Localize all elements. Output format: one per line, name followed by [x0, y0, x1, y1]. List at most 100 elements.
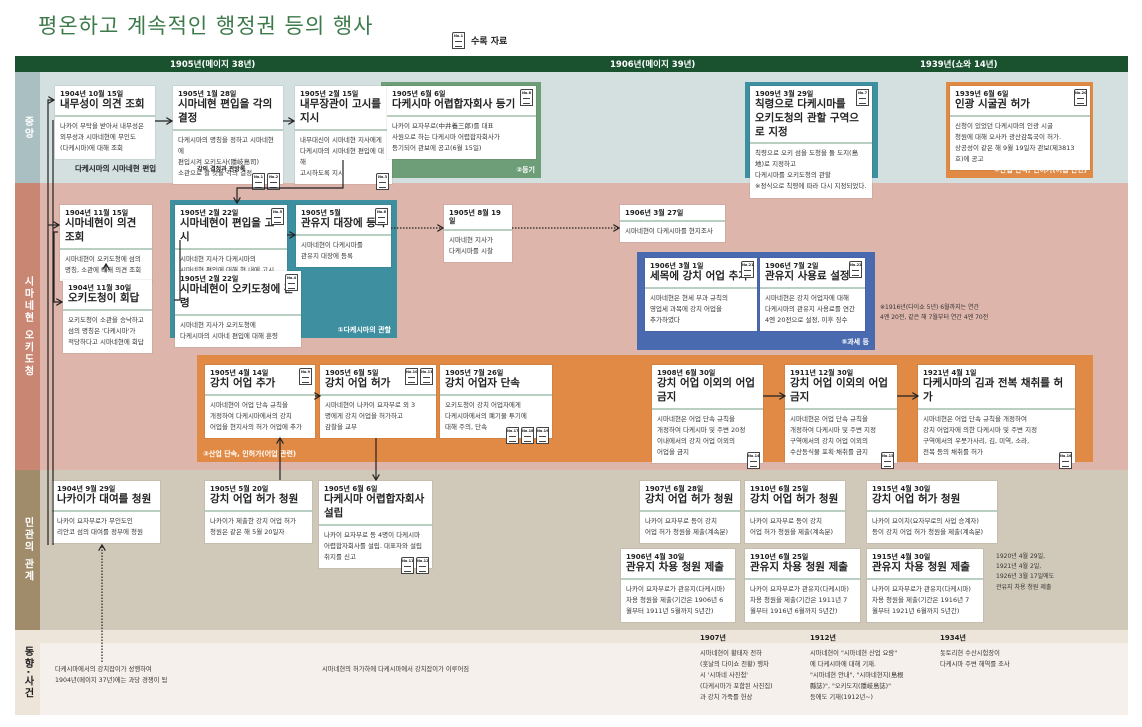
- year-1939: 1939년(쇼와 14년): [920, 60, 998, 70]
- document-refs: No.8: [520, 89, 533, 106]
- document-icon[interactable]: No.11: [401, 556, 414, 574]
- card-date: 1905년 5월: [301, 209, 341, 217]
- card-title: 다케시마의 김과 전복 채취를 허가: [923, 377, 1064, 404]
- document-refs: No.21: [741, 261, 754, 278]
- document-icon[interactable]: No.8: [520, 89, 533, 106]
- caption: 다케시마의 시마네현 편입: [75, 164, 157, 173]
- card-date: 1905년 6월 6일: [392, 90, 446, 98]
- document-refs: No.5: [271, 208, 284, 225]
- document-refs: No.4: [285, 274, 298, 291]
- document-icon[interactable]: No.5: [271, 208, 284, 225]
- document-icon[interactable]: No.12: [416, 556, 429, 574]
- document-refs: No.15: [881, 451, 894, 469]
- card-title: 강치 어업 허가: [325, 377, 391, 390]
- card-title: 관유지 차용 청원 제출: [750, 561, 848, 574]
- document-icon[interactable]: No.20: [1074, 89, 1087, 106]
- card-title: 강치 어업 허가 청원: [872, 493, 961, 506]
- card-title: 강치 어업 허가 청원: [645, 493, 734, 506]
- document-icon[interactable]: No.16: [1059, 451, 1072, 469]
- document-icon[interactable]: No.14: [747, 451, 760, 469]
- card-date: 1909년 3월 29일: [755, 90, 814, 98]
- card-body: 시마네현은 강치 어업자에 대해 다케시마의 관유지 사용료를 연간 4엔 20…: [765, 294, 855, 325]
- card-body: 나카이 요자부로가 관유지(다케시마) 차용 청원을 제출(기간은 1916년 …: [872, 585, 971, 616]
- card-header: 1906년 3월 27일: [620, 205, 725, 223]
- card-title: 다케시마 어렵합자회사 등기: [392, 98, 516, 111]
- document-icon[interactable]: No.13: [420, 368, 433, 385]
- document-refs: No.6: [375, 208, 388, 225]
- card-title: 시마네현이 의견 조회: [65, 217, 137, 244]
- document-icon[interactable]: No.15: [881, 451, 894, 469]
- card-date: 1905년 5월 20일: [210, 485, 269, 493]
- document-icon[interactable]: No.19: [536, 427, 549, 445]
- card-title: 관유지 대장에 등록: [301, 217, 386, 230]
- row-label-shimane: 시마네현 오키도청: [15, 183, 40, 470]
- document-icon[interactable]: No.1: [252, 172, 265, 190]
- card-date: 1905년 1월 28일: [178, 90, 237, 98]
- document-refs: No.9: [299, 368, 312, 385]
- card-body: 시마네현은 어업 단속 규칙을 개정하여 다케시마 및 주변 지정 구역에서의 …: [790, 414, 877, 456]
- document-refs: No.3: [376, 172, 389, 190]
- document-icon[interactable]: No.21: [741, 261, 754, 278]
- document-icon[interactable]: No.17: [506, 427, 519, 445]
- card-date: 1905년 2월 22일: [180, 275, 239, 283]
- document-icon[interactable]: No.3: [376, 172, 389, 190]
- document-icon: No.1: [452, 32, 465, 49]
- card-title: 시마네현이 편입을 고시: [180, 217, 275, 244]
- card-title: 관유지 차용 청원 제출: [626, 561, 724, 574]
- row-label-civil: 민관의 관계: [15, 470, 40, 630]
- document-icon[interactable]: No.18: [521, 427, 534, 445]
- group-label: ⑤과세 등: [841, 338, 869, 346]
- document-icon[interactable]: No.9: [299, 368, 312, 385]
- card-body: 시마네현은 어업 단속 규칙을 개정하여 다케시마 및 주변 20정 이내에서의…: [657, 414, 746, 456]
- group-label: ②등기: [516, 166, 535, 174]
- document-icon[interactable]: No.2: [267, 172, 280, 190]
- card-title: 강치 어업 허가 청원: [750, 493, 839, 506]
- document-icon[interactable]: No.22: [849, 261, 862, 278]
- page-title: 평온하고 계속적인 행정권 등의 행사: [38, 14, 374, 38]
- year-1906: 1906년(메이지 39년): [610, 60, 696, 70]
- document-icon[interactable]: No.6: [375, 208, 388, 225]
- legend: No.1 수록 자료: [452, 32, 507, 49]
- event-text: 돗토리현 수산시험장이 다케시마 주변 해역를 조사: [940, 650, 1010, 669]
- card-date: 1905년 2월 15일: [300, 90, 359, 98]
- document-icon[interactable]: No.10: [405, 368, 418, 385]
- card-date: 1905년 6월 5일: [325, 369, 379, 377]
- row-label-central: 중앙: [15, 72, 40, 183]
- document-icon[interactable]: No.7: [856, 89, 869, 106]
- card-title: 세목에 강치 어업 추가: [650, 270, 748, 283]
- card-title: 관유지 차용 청원 제출: [872, 561, 970, 574]
- card-date: 1915년 4월 30일: [872, 485, 931, 493]
- document-refs: No.20: [1074, 89, 1087, 106]
- card-title: 관유지 사용료 설정: [765, 270, 850, 283]
- card-body: 시마네현이 어업 단속 규칙을 개정하여 다케시마에서의 강치 어업을 현지사의…: [210, 401, 302, 432]
- card-date: 1908년 6월 30일: [657, 369, 716, 377]
- group-label: ③산업 단속, 인허가(어업 관련): [203, 450, 297, 458]
- card-body: 시마네현 지사가 다케시마를 시찰: [449, 235, 493, 255]
- document-icon[interactable]: No.4: [285, 274, 298, 291]
- card-body: 나카이 요자부로가 무인도인 리안코 섬의 대여를 정부에 청원: [57, 517, 144, 537]
- card-title: 강치 어업 이외의 어업 금지: [790, 377, 888, 404]
- footnote: ※1916년(다이쇼 5년) 6월까지는 연간 4엔 20전, 같은 해 7월부…: [880, 304, 989, 322]
- card-title: 강치 어업 허가 청원: [210, 493, 299, 506]
- legend-label: 수록 자료: [471, 37, 508, 47]
